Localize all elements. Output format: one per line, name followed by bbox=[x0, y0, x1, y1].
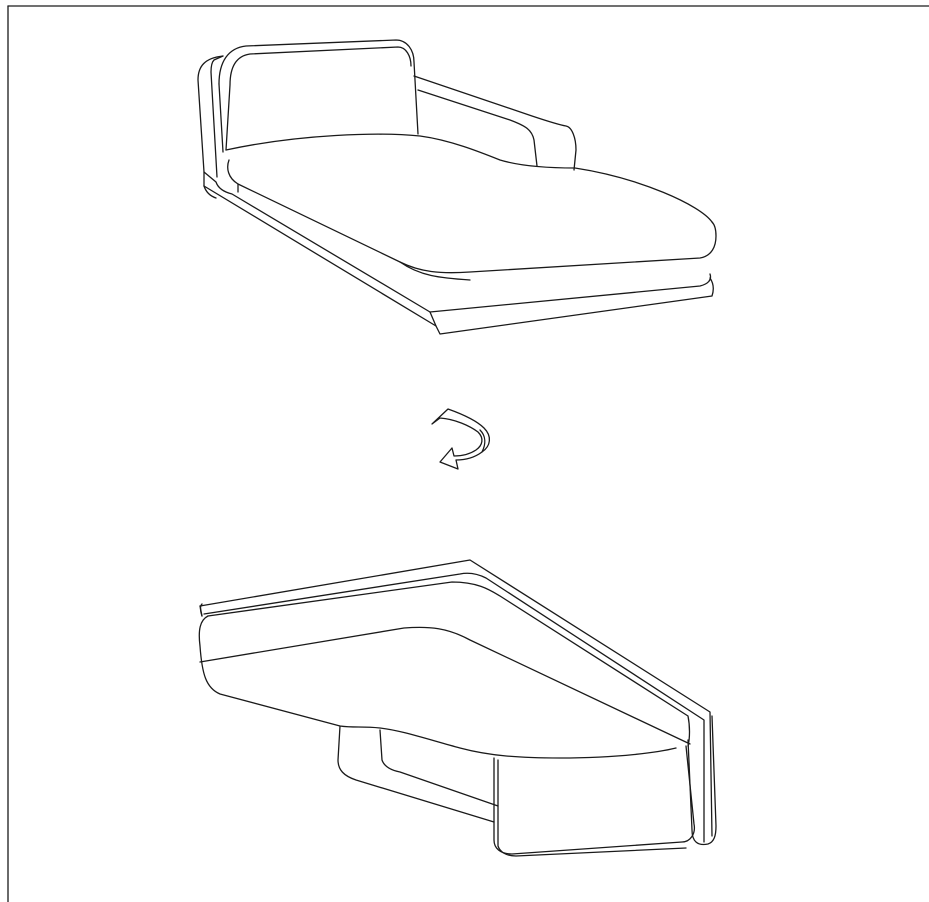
inverted-base bbox=[199, 559, 713, 837]
upright-base bbox=[203, 171, 712, 313]
rotate-arrow-icon bbox=[431, 408, 491, 470]
inverted-backrest bbox=[493, 745, 696, 855]
chaise-longue-inverted bbox=[198, 559, 717, 857]
frame-border bbox=[7, 5, 929, 902]
inverted-armrest bbox=[337, 725, 495, 823]
upright-seat-cushion bbox=[225, 133, 713, 223]
chaise-longue-upright bbox=[197, 39, 717, 335]
inverted-side-panel bbox=[687, 715, 717, 846]
upright-backrest bbox=[218, 39, 419, 135]
inverted-seat-cushion bbox=[198, 615, 677, 759]
upright-armrest bbox=[413, 75, 577, 171]
upright-side-panel bbox=[197, 55, 224, 187]
